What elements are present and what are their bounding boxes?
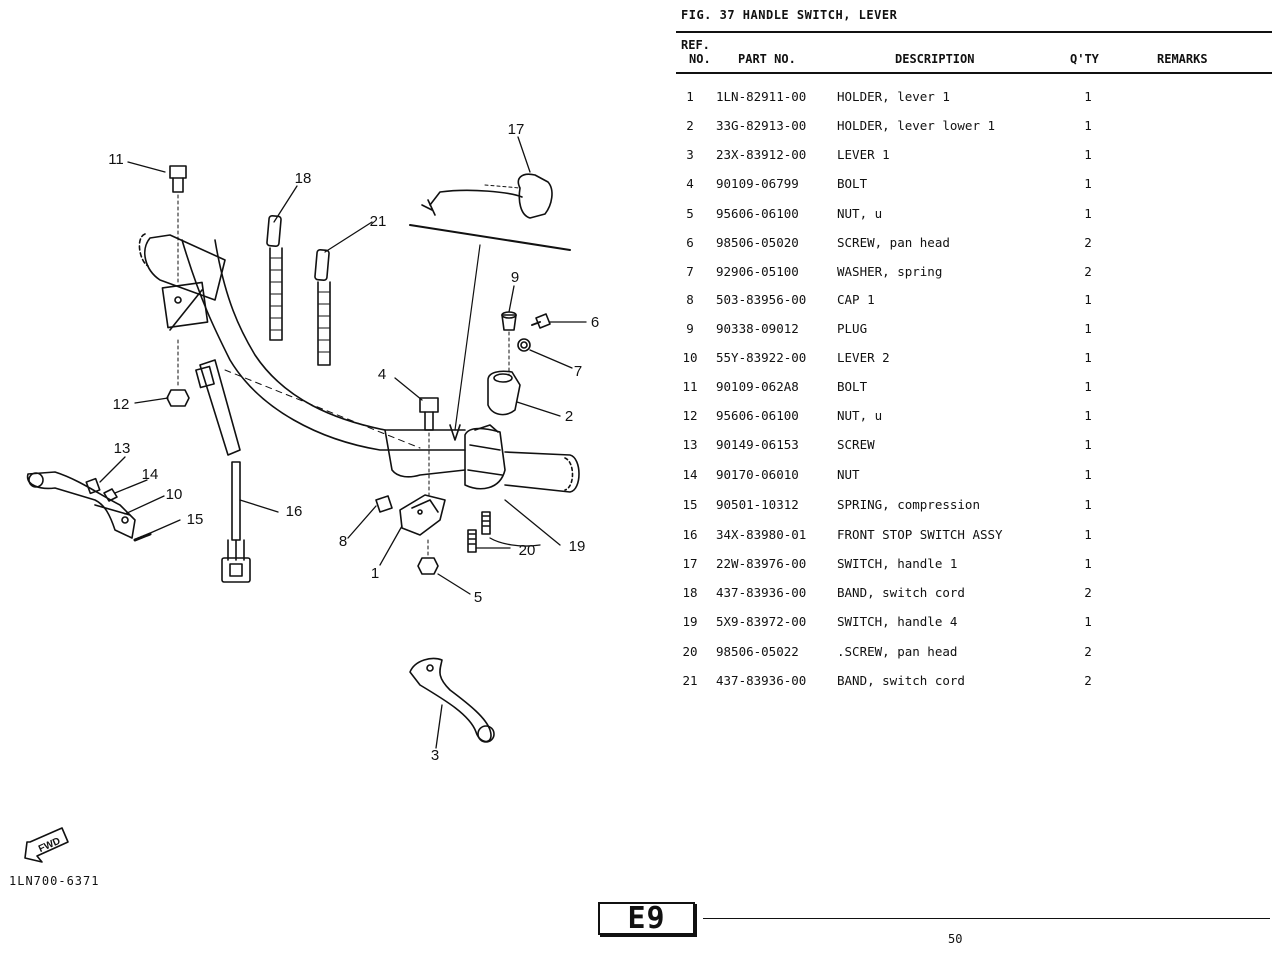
part-17-switch-handle [409,173,571,441]
callout-21: 21 [370,213,387,230]
part-19-switch-handle [464,424,580,493]
part-2-holder-lower [487,370,521,416]
footer-rule [703,918,1270,919]
header-ref-line2: NO. [689,52,711,66]
handlebar [169,239,466,478]
callout-8: 8 [339,533,347,550]
callout-20: 20 [519,542,536,559]
part-16-stop-switch [195,359,251,583]
callout-16: 16 [286,503,303,520]
callout-4: 4 [378,366,386,383]
callout-12: 12 [113,396,130,413]
part-3-lever [409,657,495,743]
callout-11: 11 [108,151,124,168]
part-11-bolt [169,165,187,286]
callout-15: 15 [187,511,204,528]
callout-3: 3 [431,747,439,764]
callout-6: 6 [591,314,599,331]
part-12-nut [166,339,190,407]
callout-9: 9 [511,269,519,286]
part-21-band [314,248,331,366]
callout-18: 18 [295,170,312,187]
part-20-screws [467,511,491,553]
callout-10: 10 [166,486,183,503]
callout-2: 2 [565,408,573,425]
section-stamp: E9 [598,902,695,935]
part-4-bolt [419,397,439,496]
callout-17: 17 [508,121,525,138]
header-description: DESCRIPTION [895,52,975,66]
part-18-band [266,214,283,341]
callout-7: 7 [574,363,582,380]
figure-code: 1LN700-6371 [9,874,100,888]
left-grip-switch [138,233,226,329]
figure-title: FIG. 37 HANDLE SWITCH, LEVER [681,8,898,22]
page-number: 50 [948,932,963,946]
table-header-rule [676,72,1272,74]
fwd-label: FWD [37,836,62,855]
part-10-lever-assembly [26,471,152,542]
callout-14: 14 [142,466,159,483]
header-remarks: REMARKS [1157,52,1208,66]
part-8-cap [375,495,393,513]
callout-1: 1 [371,565,379,582]
fwd-arrow-icon [24,827,69,863]
header-qty: Q'TY [1070,52,1099,66]
exploded-parts-diagram: 11 18 21 17 9 6 7 4 2 12 13 14 10 15 16 … [24,121,599,863]
callout-5: 5 [474,589,482,606]
parts-6-7-9 [501,311,551,376]
header-part-no: PART NO. [738,52,796,66]
callout-13: 13 [114,440,131,457]
header-ref-line1: REF. [681,38,710,52]
callout-leaders [99,136,587,749]
callout-19: 19 [569,538,586,555]
part-5-nut [417,539,439,575]
part-1-holder [399,494,446,536]
table-top-rule [676,31,1272,33]
